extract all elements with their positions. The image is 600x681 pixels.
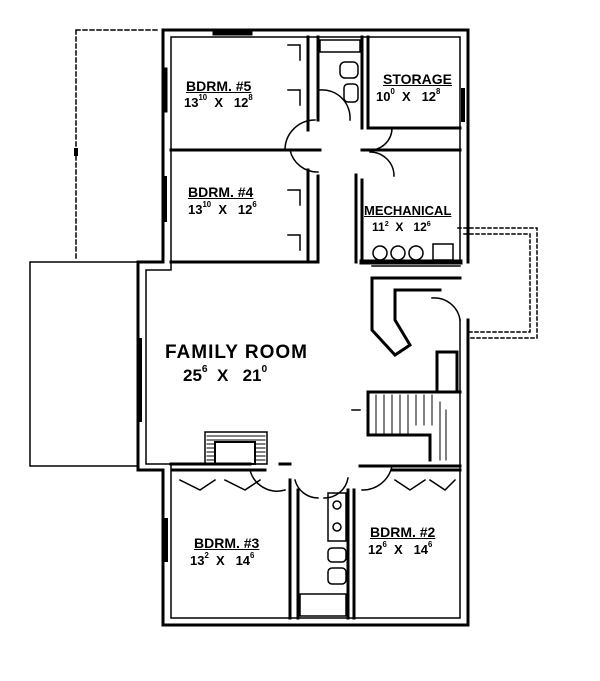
room-name: MECHANICAL <box>364 203 452 218</box>
room-name: FAMILY ROOM <box>165 342 308 363</box>
dim-width: 13 <box>188 202 203 217</box>
dim-x: X <box>218 202 228 217</box>
dim-width-in: 2 <box>204 551 209 561</box>
dim-width-in: 0 <box>390 87 395 97</box>
deck-outline-right <box>457 227 538 339</box>
dim-height: 12 <box>233 95 249 110</box>
room-name: BDRM. #5 <box>186 78 252 94</box>
mechanical-label: MECHANICAL <box>364 204 451 217</box>
dim-width-in: 10 <box>198 93 208 103</box>
dim-x: X <box>402 89 411 104</box>
dim-x: X <box>394 542 403 557</box>
bdrm5-dims: 1310 X 128 <box>184 93 253 110</box>
dim-height-in: 6 <box>426 218 431 228</box>
dim-height-in: 0 <box>261 363 268 375</box>
room-name: BDRM. #2 <box>370 524 436 540</box>
exterior-wall <box>136 28 470 627</box>
dim-height: 14 <box>235 553 251 568</box>
dim-height-in: 6 <box>250 551 255 561</box>
family-room-label: FAMILY ROOM <box>165 343 308 362</box>
bdrm4-label: BDRM. #4 <box>188 185 253 199</box>
patio-outline <box>29 261 139 467</box>
bdrm3-label: BDRM. #3 <box>194 536 259 550</box>
room-name: STORAGE <box>383 71 452 87</box>
dim-width: 25 <box>183 366 202 385</box>
room-name: BDRM. #3 <box>194 535 260 551</box>
dim-x: X <box>214 95 224 110</box>
mechanical-dims: 112 X 126 <box>372 218 431 234</box>
dim-height: 21 <box>242 366 262 385</box>
room-name: BDRM. #4 <box>188 184 254 200</box>
dim-height: 12 <box>421 89 437 104</box>
storage-label: STORAGE <box>383 72 452 86</box>
bdrm2-label: BDRM. #2 <box>370 525 435 539</box>
dim-height-in: 8 <box>248 93 253 103</box>
bdrm3-dims: 132 X 146 <box>190 551 255 568</box>
dim-width-in: 6 <box>382 540 387 550</box>
bdrm5-label: BDRM. #5 <box>186 79 251 93</box>
dim-height: 12 <box>413 220 427 234</box>
dim-width: 12 <box>368 542 383 557</box>
dim-width: 11 <box>372 220 385 234</box>
dim-width-in: 6 <box>201 363 208 375</box>
dim-height-in: 6 <box>252 200 257 210</box>
deck-outline-upper <box>75 29 161 259</box>
dim-height: 14 <box>413 542 429 557</box>
dim-width-in: 10 <box>202 200 212 210</box>
dim-height: 12 <box>237 202 253 217</box>
bdrm2-dims: 126 X 146 <box>368 540 433 557</box>
dim-x: X <box>395 220 404 234</box>
storage-dims: 100 X 128 <box>376 87 441 104</box>
dim-width: 13 <box>184 95 199 110</box>
dim-x: X <box>217 366 229 385</box>
family-room-dims: 256 X 210 <box>183 363 268 385</box>
dim-width-in: 2 <box>384 218 389 228</box>
dim-x: X <box>216 553 225 568</box>
dim-height-in: 6 <box>428 540 433 550</box>
dim-width: 13 <box>190 553 205 568</box>
dim-height-in: 8 <box>436 87 441 97</box>
bdrm4-dims: 1310 X 126 <box>188 200 257 217</box>
dim-width: 10 <box>376 89 391 104</box>
